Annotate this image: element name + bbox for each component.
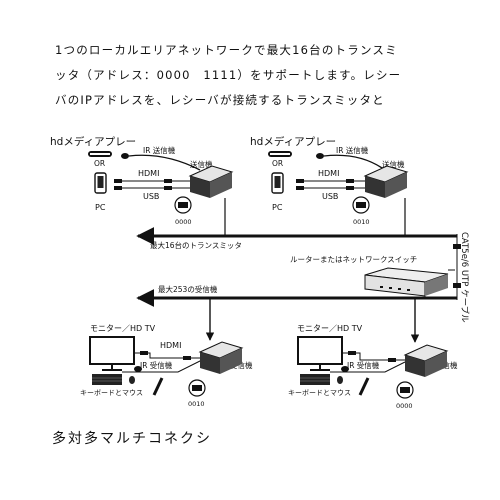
keyboard-mouse-label: キーボードとマウス <box>288 389 351 397</box>
hdmi-cable <box>114 179 190 183</box>
hdmi-cable <box>134 351 200 360</box>
ir-receiver-icon <box>341 366 349 372</box>
pc-label: PC <box>95 203 106 212</box>
ir-emitter-icon <box>316 153 386 171</box>
hdmi-label: HDMI <box>138 169 159 178</box>
monitor-icon <box>297 336 343 371</box>
receiver-box <box>198 341 244 374</box>
mouse-icon <box>129 376 135 384</box>
or-label: OR <box>94 159 105 168</box>
max-transmitters-label: 最大16台のトランスミッタ <box>150 240 242 250</box>
router-label: ルーターまたはネットワークスイッチ <box>290 255 417 264</box>
phone-icon <box>271 172 284 194</box>
address-dial-icon <box>396 381 414 399</box>
transmitter-group-right: hdメディアプレー IR 送信機 送信機 OR PC HDMI USB <box>250 135 409 236</box>
hdmi-label: HDMI <box>318 169 339 178</box>
address-dial-icon <box>188 379 206 397</box>
hdmi-cable <box>296 179 372 183</box>
receiver-group-right: モニター／HD TV キーボードとマウス IR 受信機 受信機 <box>288 324 458 410</box>
cable-label: CAT5e/6 UTP ケーブル <box>459 232 470 323</box>
ir-emitter-icon <box>121 153 201 171</box>
address-label: 0000 <box>396 402 413 410</box>
phone-icon <box>94 172 107 194</box>
receiver-label: 受信機 <box>230 360 253 370</box>
ir-label: IR 受信機 <box>347 360 380 370</box>
transmitter-box <box>188 165 234 198</box>
ir-label: IR 送信機 <box>336 145 369 155</box>
address-label: 0000 <box>175 218 192 226</box>
or-label: OR <box>272 159 283 168</box>
address-label: 0010 <box>188 400 205 408</box>
monitor-label: モニター／HD TV <box>297 324 363 333</box>
transmitter-box <box>363 165 409 198</box>
address-dial-icon <box>174 196 192 214</box>
intro-line-2: ッタ（アドレス：0000 1111）をサポートします。レシー <box>55 68 402 82</box>
receiver-group-left: モニター／HD TV キーボードとマウス HDMI IR 受信機 受信機 <box>80 324 253 408</box>
usb-cable <box>114 186 190 190</box>
media-player-label: hdメディアプレー <box>250 135 336 148</box>
router-icon <box>364 267 449 297</box>
address-dial-icon <box>352 196 370 214</box>
monitor-icon <box>89 336 135 371</box>
network-bus: 最大16台のトランスミッタ 最大253の受信機 CAT5e/6 UTP ケーブル <box>136 227 470 323</box>
usb-label: USB <box>322 192 338 201</box>
remote-icon <box>358 377 370 396</box>
hdmi-cable <box>342 351 405 362</box>
mouse-icon <box>337 376 343 384</box>
remote-icon <box>152 377 164 396</box>
transmitter-group-left: hdメディアプレー IR 送信機 送信機 OR PC HDMI USB <box>50 135 234 236</box>
media-player-icon <box>88 151 112 157</box>
ir-label: IR 受信機 <box>140 360 173 370</box>
usb-label: USB <box>143 192 159 201</box>
media-player-icon <box>268 151 292 157</box>
diagram-caption: 多対多マルチコネクシ <box>52 431 212 447</box>
max-receivers-label: 最大253の受信機 <box>158 284 218 294</box>
transmitter-label: 送信機 <box>190 159 213 169</box>
keyboard-icon <box>300 374 330 385</box>
ir-receiver-icon <box>134 366 142 372</box>
intro-line-1: 1つのローカルエリアネットワークで最大16台のトランスミ <box>55 43 398 57</box>
keyboard-icon <box>92 374 122 385</box>
usb-cable <box>296 186 372 190</box>
media-player-label: hdメディアプレー <box>50 135 136 148</box>
keyboard-mouse-label: キーボードとマウス <box>80 389 143 397</box>
monitor-label: モニター／HD TV <box>90 324 156 333</box>
intro-line-3: バのIPアドレスを、レシーバが接続するトランスミッタと <box>55 93 385 107</box>
ir-label: IR 送信機 <box>143 145 176 155</box>
hdmi-label: HDMI <box>160 341 181 350</box>
receiver-box <box>403 344 449 377</box>
transmitter-label: 送信機 <box>382 159 405 169</box>
address-label: 0010 <box>353 218 370 226</box>
pc-label: PC <box>272 203 283 212</box>
